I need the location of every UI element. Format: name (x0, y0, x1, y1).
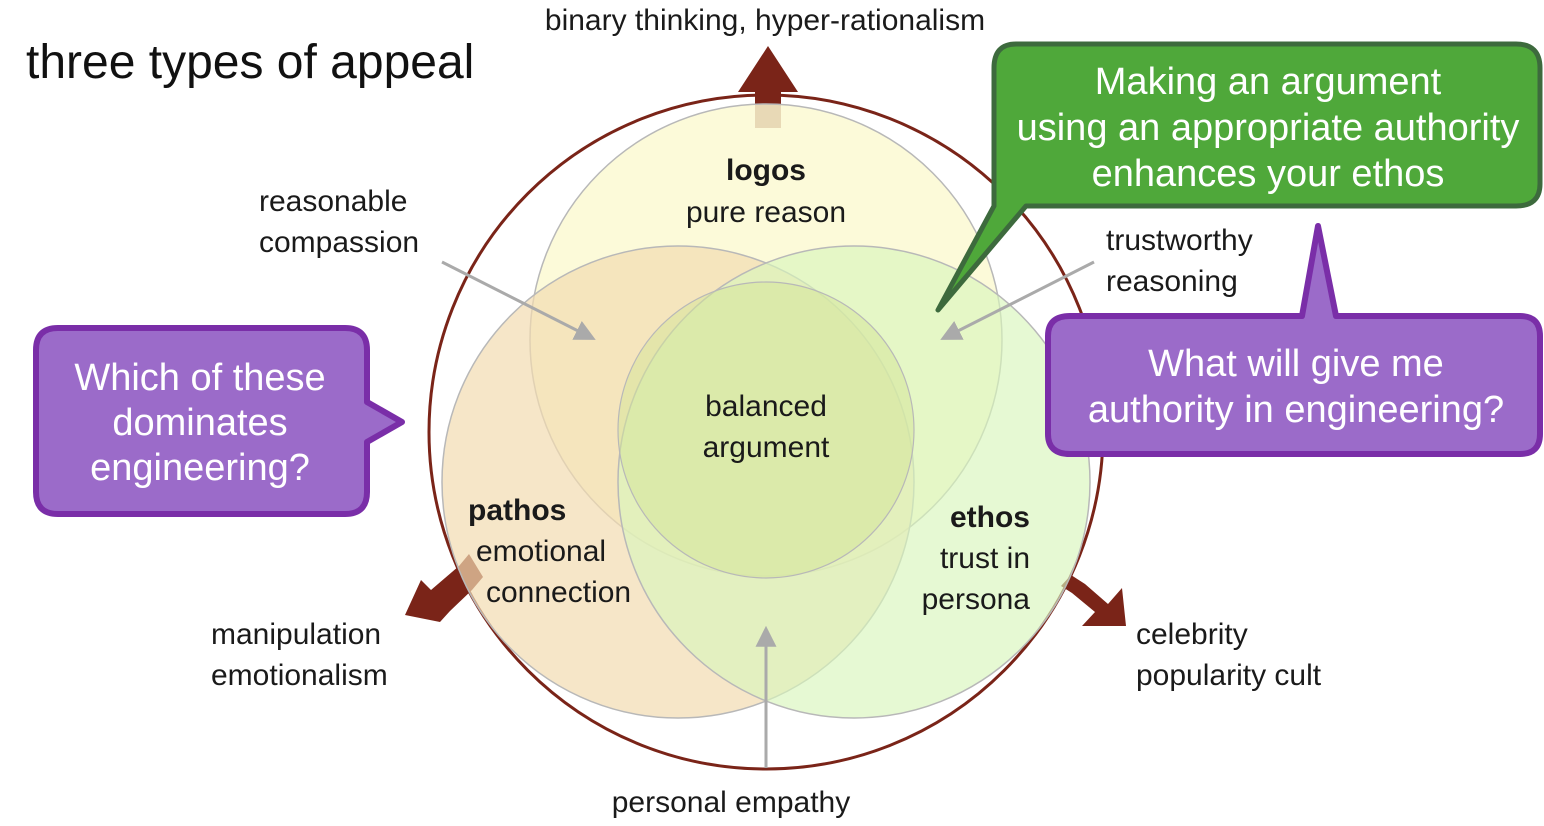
green-note-line1: Making an argument (1095, 61, 1442, 103)
extreme-right-line2: popularity cult (1136, 659, 1322, 692)
center-label-line1: balanced (705, 390, 827, 423)
pathos-desc-line1: emotional (476, 535, 606, 568)
green-note-callout: Making an argument using an appropriate … (935, 41, 1543, 313)
pathos-desc-line2: connection (486, 576, 631, 609)
question-right-line2: authority in engineering? (1088, 389, 1504, 431)
top-extreme-arrow (738, 46, 798, 128)
logos-desc: pure reason (686, 196, 846, 229)
question-right-callout: What will give me authority in engineeri… (1045, 223, 1543, 457)
overlap-logos-pathos-line1: reasonable (259, 185, 407, 218)
thin-arrow-icon (940, 260, 1095, 340)
question-left-line3: engineering? (90, 447, 310, 489)
ethos-desc-line2: persona (922, 583, 1031, 616)
thin-arrow-icon (441, 260, 596, 340)
extreme-left-line2: emotionalism (211, 659, 388, 692)
right-extreme-arrow (1061, 575, 1126, 626)
ethos-label: ethos (950, 501, 1030, 534)
overlap-logos-ethos-line1: trustworthy (1106, 224, 1253, 257)
green-note-line2: using an appropriate authority (1017, 107, 1520, 149)
overlap-logos-ethos-line2: reasoning (1106, 265, 1238, 298)
overlap-logos-pathos-line2: compassion (259, 226, 419, 259)
balanced-center (617, 281, 915, 579)
question-left-callout: Which of these dominates engineering? (33, 325, 405, 517)
green-note-line3: enhances your ethos (1092, 153, 1445, 195)
ethos-desc-line1: trust in (940, 542, 1030, 575)
extreme-bottom-label: personal empathy (612, 786, 850, 819)
extreme-top-label: binary thinking, hyper-rationalism (545, 4, 985, 37)
question-left-line1: Which of these (74, 357, 325, 399)
extreme-right-line1: celebrity (1136, 618, 1248, 651)
logos-label: logos (726, 154, 806, 187)
pathos-label: pathos (468, 494, 566, 527)
page-title: three types of appeal (26, 36, 474, 89)
question-left-line2: dominates (112, 402, 287, 444)
extreme-left-line1: manipulation (211, 618, 381, 651)
center-label-line2: argument (703, 431, 830, 464)
question-right-line1: What will give me (1148, 343, 1444, 385)
